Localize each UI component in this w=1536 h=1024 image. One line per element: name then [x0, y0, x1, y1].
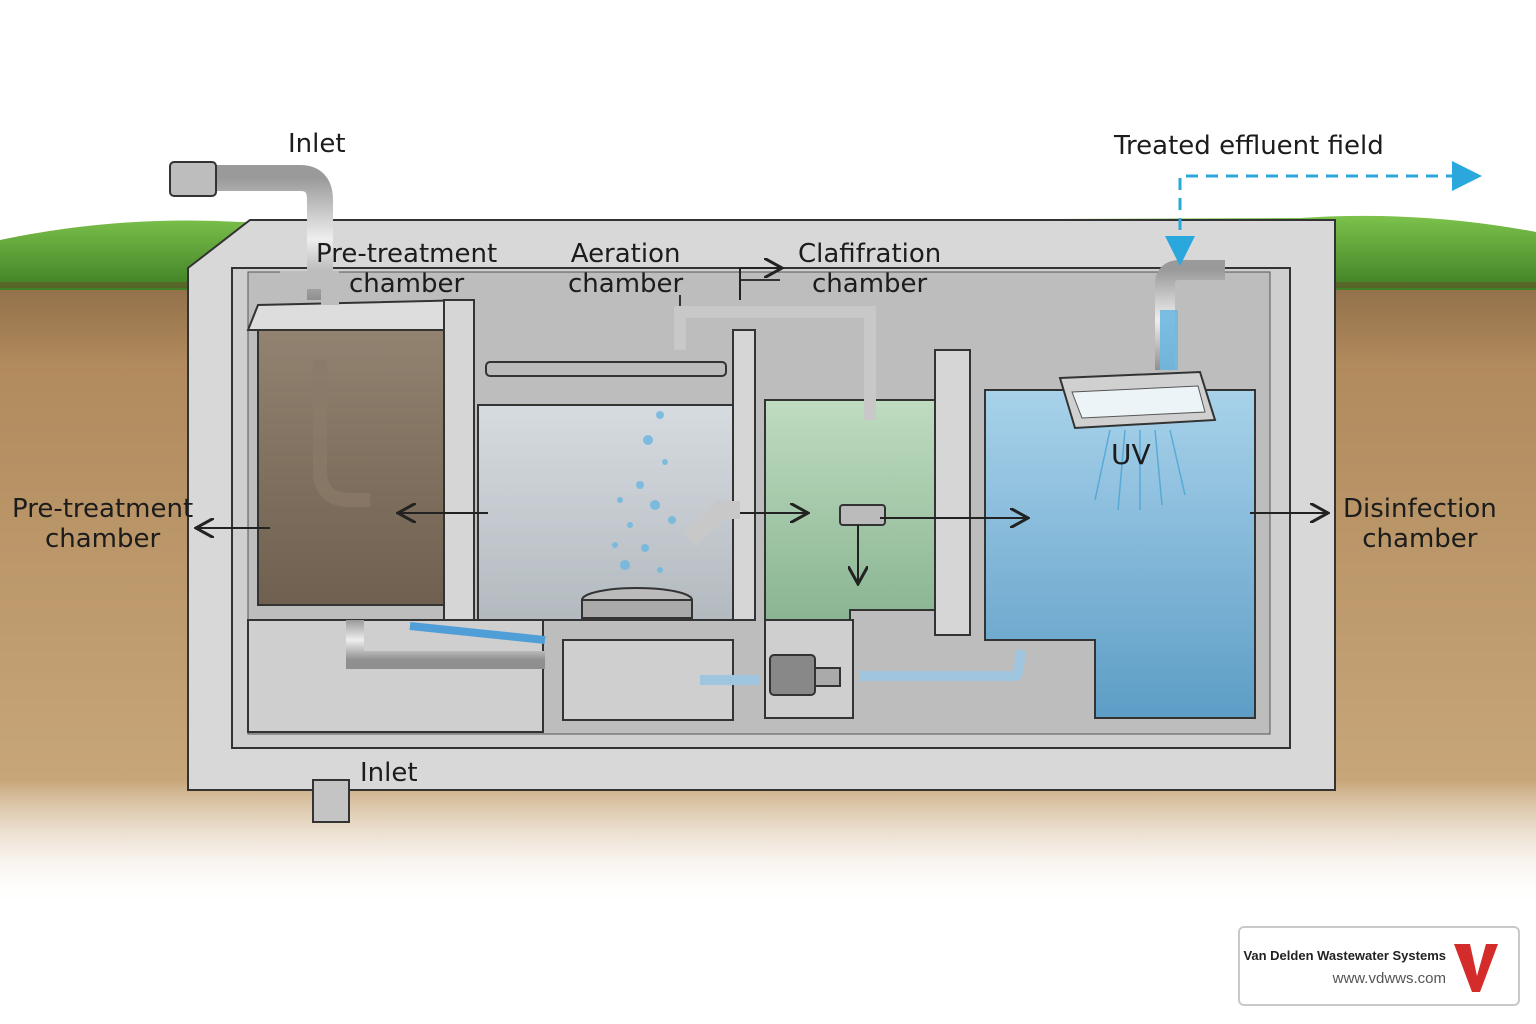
disinfection-chamber — [984, 389, 1256, 719]
brand-name: Van Delden Wastewater Systems — [1243, 948, 1446, 963]
effluent-arrow — [1165, 161, 1482, 266]
air-blower-icon — [839, 504, 886, 526]
pipes — [169, 161, 1225, 845]
brand-url[interactable]: www.vdwws.com — [1332, 970, 1446, 987]
label-aeration: Aeration chamber — [568, 239, 683, 299]
pretreatment-chamber — [246, 298, 475, 621]
brand-card: Van Delden Wastewater Systems www.vdwws.… — [1238, 926, 1520, 1006]
inlet-pipe-top — [180, 165, 333, 300]
label-uv: UV — [1111, 438, 1151, 471]
flow-arrows — [198, 268, 1326, 582]
label-disinfection: Disinfection chamber — [1343, 494, 1497, 554]
label-treated-effluent: Treated effluent field — [1114, 131, 1384, 161]
brand-logo — [1454, 944, 1498, 992]
label-line: Clafifration — [798, 239, 942, 269]
label-pretreatment-top: Pre-treatment chamber — [316, 239, 497, 299]
label-line: Disinfection — [1343, 494, 1497, 524]
label-line: Pre-treatment — [316, 239, 498, 269]
label-clarification: Clafifration chamber — [798, 239, 941, 299]
label-line: chamber — [812, 269, 928, 299]
label-pretreatment-left: Pre-treatment chamber — [12, 494, 193, 554]
label-inlet-top: Inlet — [288, 129, 346, 159]
pump-icon — [769, 654, 841, 696]
uv-lamp-icon — [1058, 370, 1217, 511]
inlet-pipe-icon — [169, 161, 217, 197]
label-line: chamber — [1362, 524, 1478, 554]
label-line: chamber — [568, 269, 684, 299]
label-line: chamber — [348, 269, 465, 299]
label-line: chamber — [44, 524, 161, 554]
label-line: Aeration — [570, 239, 681, 269]
label-inlet-bottom: Inlet — [360, 758, 418, 788]
label-line: Pre-treatment — [12, 494, 194, 524]
